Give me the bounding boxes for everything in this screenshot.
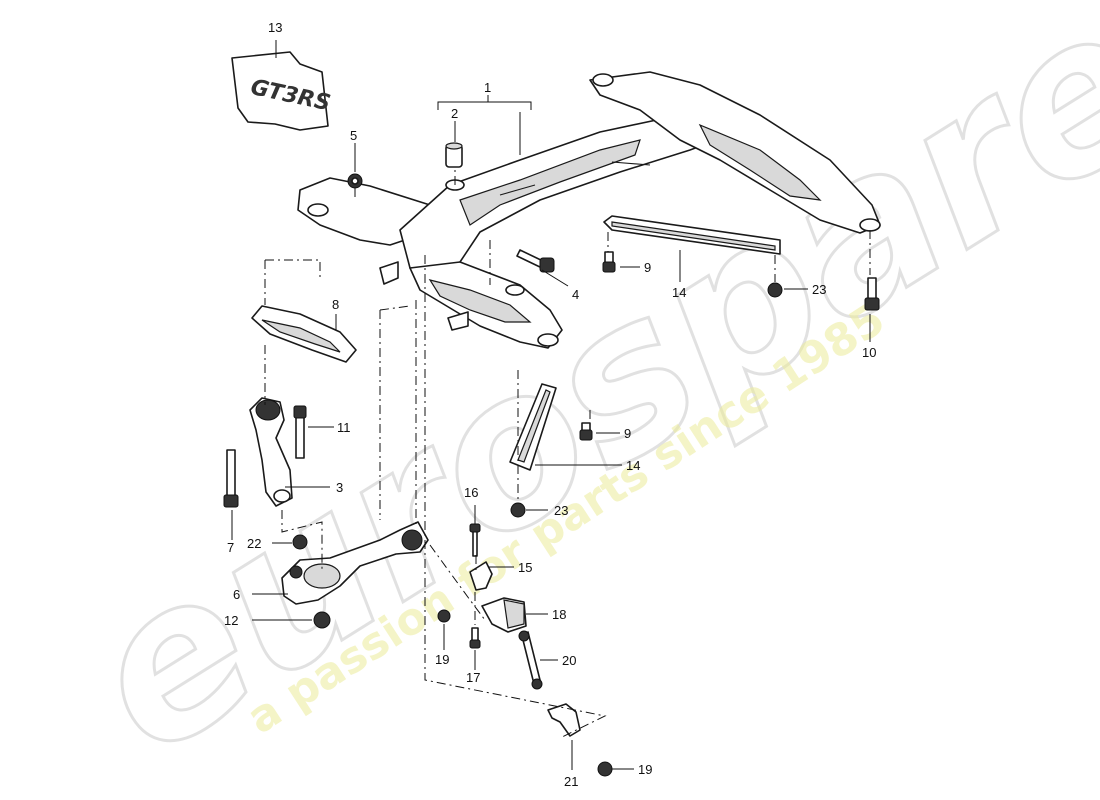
callout-11: 11 [337, 420, 351, 435]
callout-7: 7 [227, 540, 234, 555]
leader-lines [231, 40, 871, 770]
callout-5: 5 [350, 128, 357, 143]
callout-12: 12 [224, 613, 238, 628]
callout-14-lower: 14 [626, 458, 640, 473]
callouts: 13 1 2 5 4 8 9 14 23 10 11 3 7 22 6 12 9… [224, 20, 876, 789]
callout-13: 13 [268, 20, 282, 35]
nut-22 [292, 534, 308, 550]
nut-5 [347, 173, 363, 189]
screw-17 [469, 627, 481, 649]
watermark-brand: eurospares [47, 0, 1100, 800]
bolt-4 [516, 249, 555, 273]
callout-9-upper: 9 [644, 260, 651, 275]
callout-19-upper: 19 [435, 652, 449, 667]
callout-15: 15 [518, 560, 532, 575]
link-20 [518, 630, 543, 690]
subframe [297, 71, 881, 349]
callout-18: 18 [552, 607, 566, 622]
callout-9-lower: 9 [624, 426, 631, 441]
bolt-9-lower [579, 422, 593, 441]
assembly-lines [264, 170, 871, 739]
label-decal: GT3RS [231, 51, 333, 131]
bolt-7 [223, 449, 239, 508]
watermark: eurospares a passion for parts since 198… [45, 0, 1100, 800]
plate-8 [251, 305, 357, 363]
callout-23-lower: 23 [554, 503, 568, 518]
callout-22: 22 [247, 536, 261, 551]
callout-21: 21 [564, 774, 578, 789]
nut-23-lower [510, 502, 526, 518]
callout-10: 10 [862, 345, 876, 360]
callout-16: 16 [464, 485, 478, 500]
bracket-21 [547, 703, 581, 737]
callout-17: 17 [466, 670, 480, 685]
callout-23-upper: 23 [812, 282, 826, 297]
nut-12 [313, 611, 331, 629]
callout-20: 20 [562, 653, 576, 668]
sensor-18 [481, 597, 527, 633]
screw-16 [469, 523, 481, 557]
bolt-11 [293, 405, 307, 459]
callout-6: 6 [233, 587, 240, 602]
bolt-9-upper [602, 251, 616, 273]
brace-14-lower [509, 383, 557, 471]
bolt-10 [864, 277, 880, 311]
control-arm-6 [281, 521, 429, 605]
callout-3: 3 [336, 480, 343, 495]
callout-8: 8 [332, 297, 339, 312]
nut-19-upper [437, 609, 451, 623]
callout-19-lower: 19 [638, 762, 652, 777]
rear-link-3 [249, 397, 293, 507]
callout-2: 2 [451, 106, 458, 121]
callout-4: 4 [572, 287, 579, 302]
nut-23-upper [767, 282, 783, 298]
callout-1: 1 [484, 80, 491, 95]
bushing [445, 142, 463, 168]
nut-19-lower [597, 761, 613, 777]
callout-14-upper: 14 [672, 285, 686, 300]
brace-14-upper [603, 215, 781, 255]
